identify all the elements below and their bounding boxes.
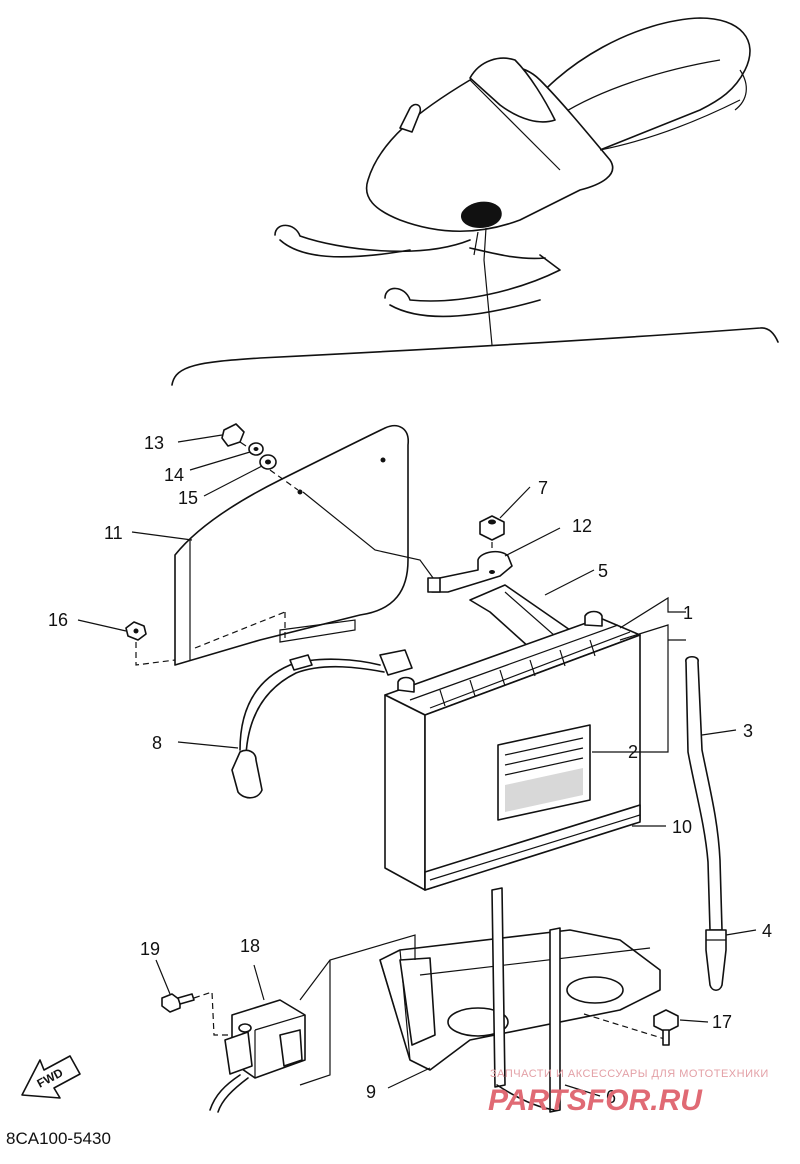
callout-18: 18 — [240, 936, 260, 956]
callout-3: 3 — [743, 721, 753, 741]
link-line-bolt17 — [583, 1013, 669, 1041]
battery-lead-8 — [231, 649, 413, 799]
callout-numbers: 1 2 3 4 5 6 7 8 9 10 11 12 13 14 15 16 1… — [48, 433, 772, 1107]
callout-15: 15 — [178, 488, 198, 508]
callout-5: 5 — [598, 561, 608, 581]
callout-14: 14 — [164, 465, 184, 485]
callout-8: 8 — [152, 733, 162, 753]
nut-16 — [125, 621, 176, 666]
watermark-tagline: ЗАПЧАСТИ И АКСЕССУАРЫ ДЛЯ МОТОТЕХНИКИ — [490, 1068, 769, 1080]
callout-4: 4 — [762, 921, 772, 941]
detail-separator — [171, 327, 779, 386]
starter-relay-18 — [209, 999, 306, 1113]
washer-15 — [259, 454, 277, 470]
callout-7: 7 — [538, 478, 548, 498]
callout-1: 1 — [683, 603, 693, 623]
callout-12: 12 — [572, 516, 592, 536]
hose-end-4 — [705, 929, 727, 992]
tie-rod-6 — [491, 887, 561, 1113]
callout-16: 16 — [48, 610, 68, 630]
hold-strap-12 — [427, 550, 513, 593]
callout-19: 19 — [140, 939, 160, 959]
link-line-relay-2 — [299, 960, 331, 1086]
watermark-brand: PARTSFOR.RU — [488, 1084, 703, 1117]
nut-7 — [479, 515, 505, 556]
battery-location-marker — [460, 201, 502, 228]
callout-11: 11 — [104, 523, 123, 543]
drawing-code: 8CA100-5430 — [6, 1129, 111, 1148]
bolt-19 — [161, 991, 230, 1036]
bolt-17 — [653, 1009, 679, 1046]
callout-leaders — [77, 434, 757, 1097]
callout-9: 9 — [366, 1082, 376, 1102]
breather-hose-3 — [685, 655, 723, 931]
snowmobile-overview — [274, 17, 751, 346]
battery-case-9 — [379, 929, 661, 1071]
watermark: ЗАПЧАСТИ И АКСЕССУАРЫ ДЛЯ МОТОТЕХНИКИ PA… — [488, 1068, 769, 1117]
cover-bolt-13 — [221, 423, 247, 447]
battery-pad-10 — [429, 814, 641, 881]
link-line-relay — [299, 934, 416, 1001]
callout-6: 6 — [606, 1087, 616, 1107]
washer-14 — [248, 442, 264, 456]
battery-cover-plate — [174, 424, 409, 666]
fwd-arrow-icon: FWD — [21, 1055, 81, 1099]
battery-1 — [384, 610, 641, 891]
callout-2: 2 — [628, 742, 638, 762]
callout-10: 10 — [672, 817, 692, 837]
callout-13: 13 — [144, 433, 164, 453]
callout-17: 17 — [712, 1012, 732, 1032]
